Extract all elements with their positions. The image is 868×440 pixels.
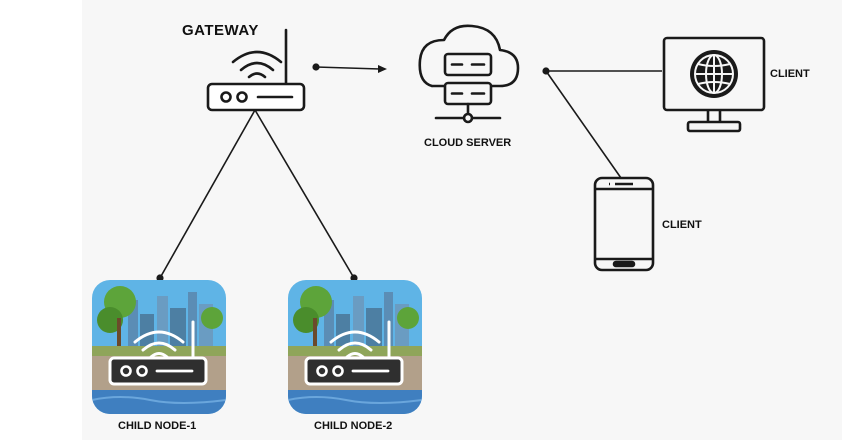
client-phone-label: CLIENT (662, 219, 702, 231)
connection-dots (156, 63, 550, 282)
edge-gateway-cloud (315, 66, 381, 70)
cloud-server-icon (418, 24, 520, 124)
router-wifi-icon (206, 28, 306, 112)
edge-hub-phone (545, 70, 622, 179)
cloud-server-label: CLOUD SERVER (424, 137, 512, 149)
arrowhead-to-cloud (378, 65, 387, 73)
child-node-1-icon (92, 280, 226, 414)
child-node-2-icon (288, 280, 422, 414)
child-node-2-label: CHILD NODE-2 (314, 420, 393, 432)
gateway-label: GATEWAY (182, 22, 259, 39)
child-node-1-label: CHILD NODE-1 (118, 420, 197, 432)
edge-gateway-child1 (159, 109, 256, 279)
smartphone-icon (593, 176, 655, 272)
connections (159, 66, 662, 279)
edge-gateway-child2 (254, 109, 355, 279)
client-monitor-label: CLIENT (770, 68, 810, 80)
monitor-globe-icon (662, 36, 766, 133)
